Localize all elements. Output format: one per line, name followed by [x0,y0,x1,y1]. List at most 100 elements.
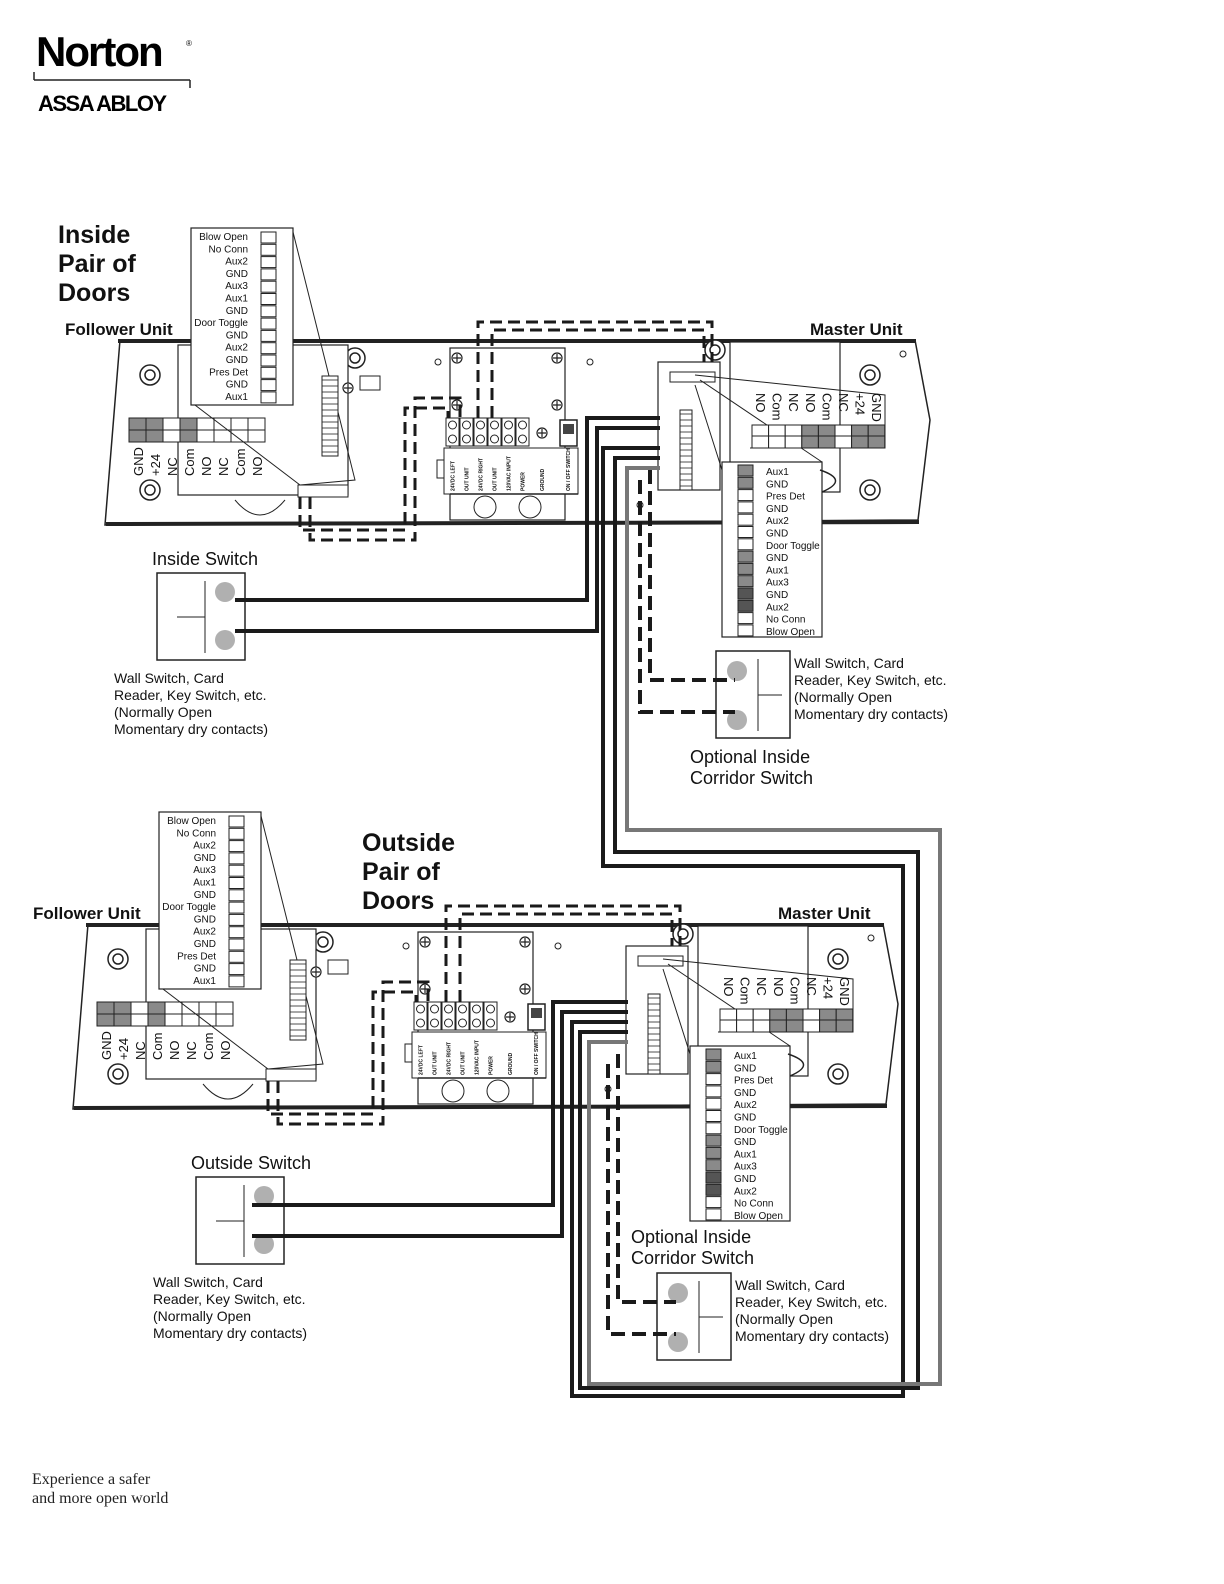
dashed-wire-master-b [458,912,674,1002]
master-strip-label: NC [836,393,851,412]
corridor-switch-label: Optional Inside [631,1227,751,1247]
power-terminal-label: 24VDC LEFT [419,1045,425,1075]
screw-slot-icon [421,938,429,946]
inside-corridor-wire-2 [638,480,735,714]
dashed-wire-master-a [476,320,714,418]
follower-terminal-label: Aux2 [225,257,248,268]
master-terminal-slot [705,1196,722,1209]
master-terminal-label: Aux2 [734,1100,757,1111]
tagline-line-1: Experience a safer [32,1471,151,1488]
master-unit-label: Master Unit [778,904,871,923]
master-strip-label: NO [803,393,818,413]
screw-slot-icon [453,354,461,362]
terminal-screw-icon [458,1018,467,1028]
knockout-hole [518,495,542,519]
interconnect-wire-1 [570,446,905,1398]
master-strip-label: GND [837,977,852,1006]
mounting-hole-inner-icon [112,1068,124,1080]
terminal-screw-icon [444,1018,453,1028]
switch-symbol [698,1281,723,1353]
section-title: Pair of [362,858,440,886]
switch-note: Reader, Key Switch, etc. [153,1291,306,1307]
mounting-hole-inner-icon [832,1068,844,1080]
follower-strip-label: NC [216,457,231,476]
master-terminal-slot [737,575,754,588]
corridor-switch-note: Momentary dry contacts) [794,706,948,722]
master-unit-label: Master Unit [810,320,903,339]
section-title: Pair of [58,250,136,278]
master-terminal-label: Aux1 [734,1051,757,1062]
follower-terminal-slot [260,366,277,379]
master-terminal-label: Aux2 [766,602,789,613]
master-terminal-label: Blow Open [734,1211,783,1222]
terminal-screw-icon [462,434,471,444]
logo-sub: ASSA ABLOY [38,91,167,116]
master-terminal-label: Aux1 [766,565,789,576]
master-terminal-label: Aux3 [766,578,789,589]
inside-switch-wire-2 [235,426,660,633]
mounting-hole-inner-icon [112,953,124,965]
switch-note: Momentary dry contacts) [153,1325,307,1341]
jumper-wire [787,1053,805,1077]
follower-terminal-slot [260,379,277,392]
section-title: Outside [362,829,455,857]
follower-terminal-slot [228,950,245,963]
contact-terminal-icon [215,582,235,602]
terminal-screw-icon [448,434,457,444]
follower-strip-label: Com [201,1033,216,1060]
master-terminal-slot [705,1110,722,1122]
follower-terminal-label: GND [194,914,216,925]
follower-unit-label: Follower Unit [65,320,173,339]
switch-note: Wall Switch, Card [153,1274,263,1290]
master-terminal-slot [705,1122,722,1135]
terminal-screw-icon [416,1018,425,1028]
master-terminal-slot [705,1183,722,1196]
terminal-screw-icon [476,434,485,444]
master-terminal-slot [705,1208,722,1221]
contact-terminal-icon [215,630,235,650]
screw-slot-icon [344,384,352,392]
screw-slot-icon [521,938,529,946]
power-terminal-label: GROUND [508,1052,514,1075]
master-terminal-label: GND [734,1063,756,1074]
switch-symbol [216,1185,245,1257]
follower-terminal-label: Door Toggle [194,318,248,329]
switch-rocker [531,1008,542,1018]
switch-note: (Normally Open [153,1308,251,1324]
terminal-screw-icon [472,1004,481,1014]
pilot-hole [867,934,875,942]
master-terminal-slot [737,464,754,477]
jumper-wire [819,469,837,493]
master-terminal-slot [705,1097,722,1110]
follower-terminal-slot [228,913,245,926]
follower-bottom-connector [265,1068,317,1082]
master-strip-label: +24 [821,977,836,999]
master-terminal-slot [705,1171,722,1184]
follower-terminal-slot [228,840,245,853]
master-terminal-slot [737,513,754,526]
terminal-screw-icon [476,420,485,430]
power-terminal-label: 24VDC RIGHT [447,1042,453,1075]
follower-terminal-slot [260,231,277,244]
follower-terminal-label: GND [226,380,248,391]
outside-corridor-wire-2 [606,1064,676,1336]
power-terminal-label: OUT UNIT [493,467,499,491]
contact-terminal-icon [727,710,747,730]
power-label-strip [443,447,579,495]
master-terminal-slot [705,1073,722,1086]
outside-corridor-wire-1 [616,1054,676,1304]
switch-symbol [177,581,206,653]
master-terminal-label: GND [766,590,788,601]
follower-strip-label: NC [133,1041,148,1060]
contact-terminal-icon [254,1186,274,1206]
master-terminal-slot [705,1134,722,1147]
follower-terminal-slot [228,877,245,889]
follower-terminal-label: Aux3 [193,865,216,876]
